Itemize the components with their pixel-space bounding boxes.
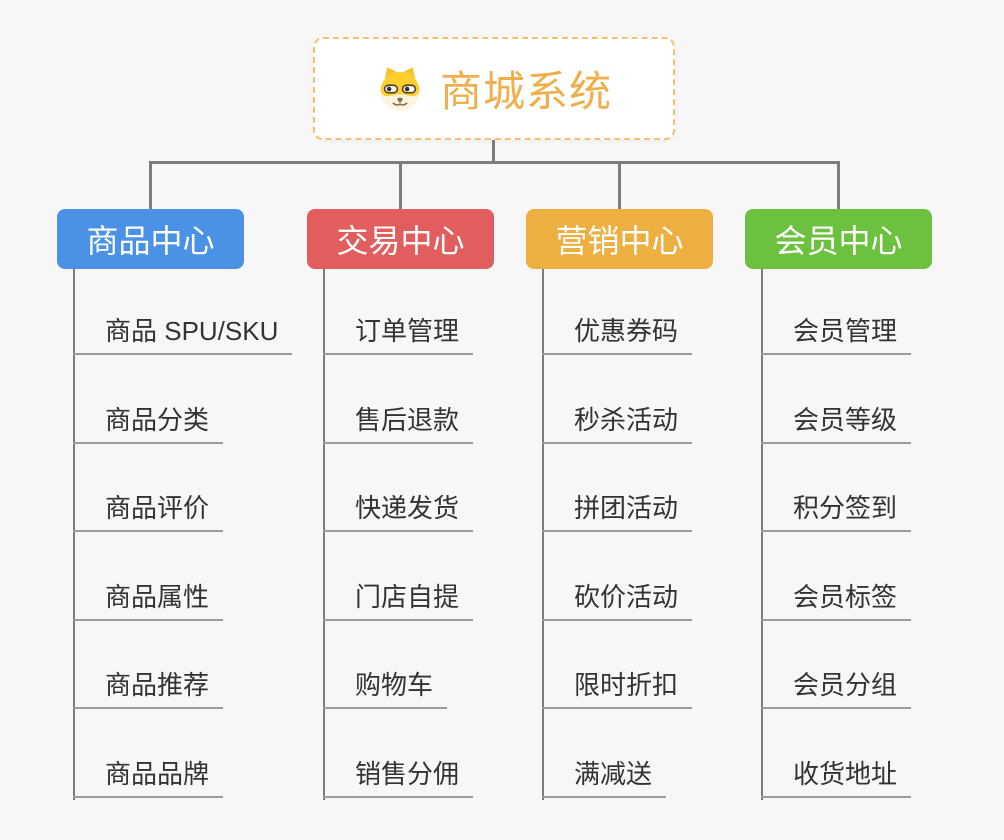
leaf-node[interactable]: 积分签到 (761, 492, 912, 532)
leaf-node[interactable]: 商品 SPU/SKU (73, 315, 293, 355)
leaf-node[interactable]: 会员管理 (761, 315, 912, 355)
branch-node-member-center[interactable]: 会员中心 (745, 209, 932, 269)
branch-drop-line (149, 161, 152, 209)
leaf-node[interactable]: 秒杀活动 (542, 404, 693, 444)
branch-label: 交易中心 (336, 223, 465, 259)
column-trunk-line (761, 269, 763, 800)
leaf-node[interactable]: 砍价活动 (542, 581, 693, 621)
root-title: 商城系统 (439, 68, 612, 115)
leaf-node[interactable]: 商品品牌 (73, 758, 224, 798)
branch-drop-line (837, 161, 840, 209)
leaf-node[interactable]: 门店自提 (323, 581, 474, 621)
leaf-node[interactable]: 购物车 (323, 669, 448, 709)
branch-drop-line (618, 161, 621, 209)
leaf-node[interactable]: 快递发货 (323, 492, 474, 532)
branch-label: 营销中心 (555, 223, 684, 259)
column-trunk-line (323, 269, 325, 800)
branch-label: 商品中心 (86, 223, 215, 259)
leaf-node[interactable]: 会员分组 (761, 669, 912, 709)
branch-node-marketing-center[interactable]: 营销中心 (526, 209, 713, 269)
leaf-node[interactable]: 会员等级 (761, 404, 912, 444)
leaf-node[interactable]: 限时折扣 (542, 669, 693, 709)
branch-node-trade-center[interactable]: 交易中心 (307, 209, 494, 269)
leaf-node[interactable]: 销售分佣 (323, 758, 474, 798)
dog-face-icon (376, 65, 424, 113)
branch-node-product-center[interactable]: 商品中心 (57, 209, 244, 269)
leaf-node[interactable]: 订单管理 (323, 315, 474, 355)
leaf-node[interactable]: 售后退款 (323, 404, 474, 444)
branch-drop-line (399, 161, 402, 209)
leaf-node[interactable]: 商品推荐 (73, 669, 224, 709)
leaf-node[interactable]: 拼团活动 (542, 492, 693, 532)
root-node[interactable]: 商城系统 (313, 37, 675, 140)
column-trunk-line (542, 269, 544, 800)
leaf-node[interactable]: 商品分类 (73, 404, 224, 444)
leaf-node[interactable]: 满减送 (542, 758, 667, 798)
leaf-node[interactable]: 收货地址 (761, 758, 912, 798)
branch-label: 会员中心 (774, 223, 903, 259)
leaf-node[interactable]: 会员标签 (761, 581, 912, 621)
leaf-node[interactable]: 优惠券码 (542, 315, 693, 355)
leaf-node[interactable]: 商品评价 (73, 492, 224, 532)
column-trunk-line (73, 269, 75, 800)
leaf-node[interactable]: 商品属性 (73, 581, 224, 621)
branch-bus-line (149, 161, 840, 164)
root-connector-line (492, 140, 495, 164)
